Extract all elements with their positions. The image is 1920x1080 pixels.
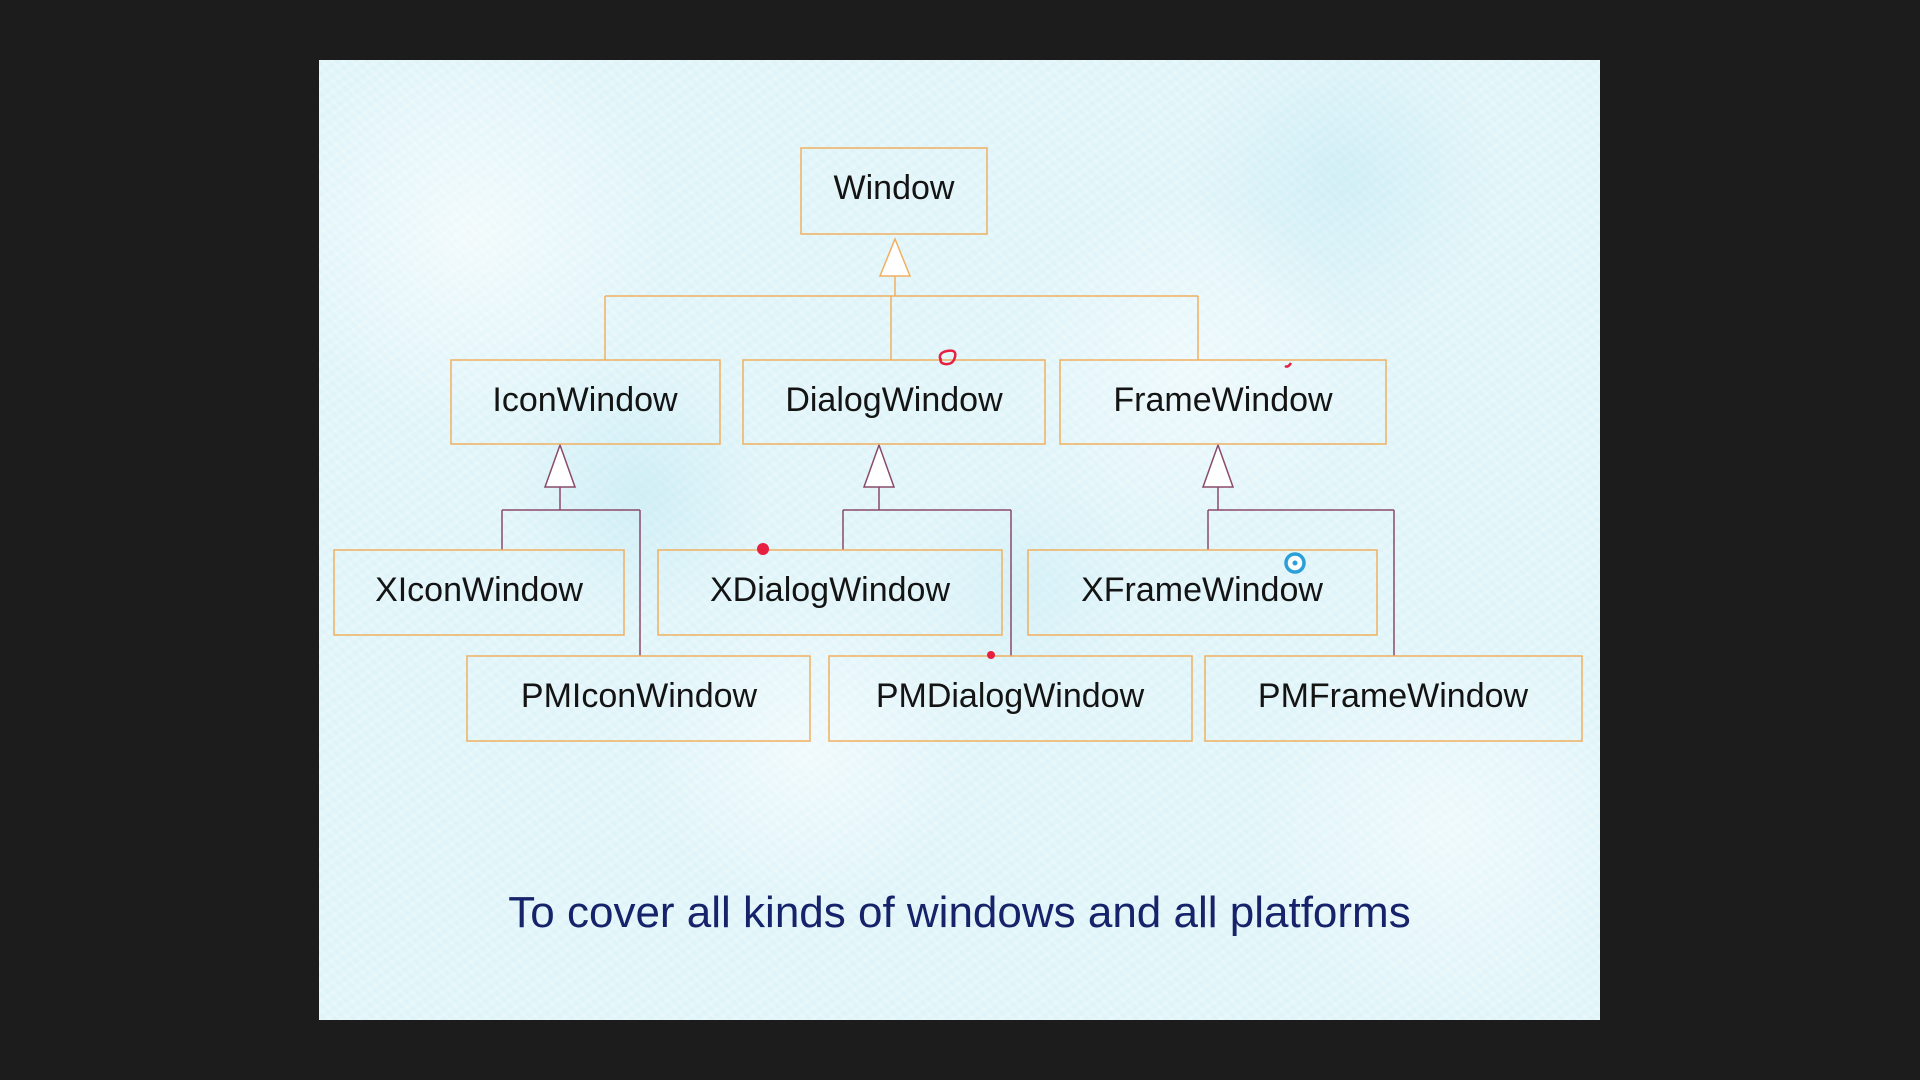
- class-box-iconwindow: IconWindow: [450, 359, 721, 445]
- class-label-xdialogwindow: XDialogWindow: [710, 571, 950, 609]
- class-box-pmdialogwindow: PMDialogWindow: [828, 655, 1193, 742]
- class-hierarchy-diagram: Window IconWindow DialogWindow FrameWind…: [333, 147, 1583, 742]
- class-box-xdialogwindow: XDialogWindow: [657, 549, 1003, 636]
- pen-mark-scribble: [938, 349, 957, 366]
- class-label-window: Window: [834, 169, 955, 207]
- class-box-dialogwindow: DialogWindow: [742, 359, 1046, 445]
- class-box-xframewindow: XFrameWindow: [1027, 549, 1378, 636]
- inheritance-arrow-icon: [878, 237, 912, 277]
- inheritance-arrow-icon: [1201, 442, 1235, 488]
- class-box-pmframewindow: PMFrameWindow: [1204, 655, 1583, 742]
- dialogwindow-inheritance-connector: [842, 442, 1012, 656]
- class-box-xiconwindow: XIconWindow: [333, 549, 625, 636]
- class-label-pmiconwindow: PMIconWindow: [521, 677, 758, 715]
- class-box-pmiconwindow: PMIconWindow: [466, 655, 811, 742]
- class-label-pmdialogwindow: PMDialogWindow: [876, 677, 1145, 715]
- pen-mark-dot: [757, 543, 769, 555]
- class-label-xiconwindow: XIconWindow: [375, 571, 583, 609]
- pointer-cursor-icon: [1284, 552, 1306, 574]
- framewindow-inheritance-connector: [1201, 442, 1395, 656]
- class-label-pmframewindow: PMFrameWindow: [1258, 677, 1529, 715]
- inheritance-arrow-icon: [543, 442, 577, 488]
- class-label-iconwindow: IconWindow: [492, 381, 678, 419]
- class-label-framewindow: FrameWindow: [1113, 381, 1333, 419]
- class-box-framewindow: FrameWindow: [1059, 359, 1387, 445]
- slide: Window IconWindow DialogWindow FrameWind…: [319, 60, 1600, 1020]
- class-label-xframewindow: XFrameWindow: [1081, 571, 1323, 609]
- slide-caption: To cover all kinds of windows and all pl…: [508, 888, 1411, 937]
- inheritance-arrow-icon: [862, 442, 896, 488]
- class-label-dialogwindow: DialogWindow: [785, 381, 1003, 419]
- pen-annotations: [757, 349, 1293, 659]
- iconwindow-inheritance-connector: [501, 442, 641, 656]
- pen-mark-dot: [987, 651, 995, 659]
- class-box-window: Window: [800, 147, 988, 235]
- pen-mark-tick: [1284, 362, 1293, 368]
- root-inheritance-connector: [604, 237, 1199, 360]
